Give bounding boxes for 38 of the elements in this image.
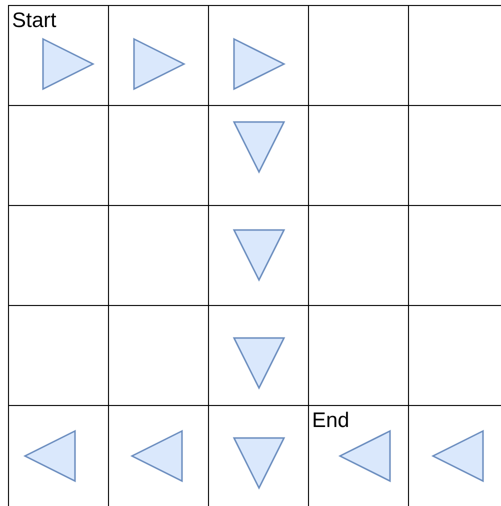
grid-cell <box>408 205 501 305</box>
cell-label: Start <box>12 9 56 33</box>
grid-cell <box>108 105 208 205</box>
direction-triangle <box>24 430 76 482</box>
direction-triangle <box>233 38 285 90</box>
grid-cell <box>208 205 308 305</box>
grid-cell <box>208 105 308 205</box>
grid-cell <box>108 205 208 305</box>
direction-triangle <box>42 38 94 90</box>
direction-triangle <box>233 337 285 389</box>
grid-cell <box>408 5 501 105</box>
grid-cell <box>208 305 308 405</box>
grid-cell <box>208 5 308 105</box>
direction-triangle <box>233 121 285 173</box>
direction-triangle <box>133 38 185 90</box>
grid-cell <box>108 405 208 506</box>
direction-triangle <box>339 430 391 482</box>
grid-cell <box>108 305 208 405</box>
direction-triangle <box>233 437 285 489</box>
grid-cell <box>108 5 208 105</box>
grid-cell <box>308 5 408 105</box>
cell-label: End <box>312 409 350 433</box>
direction-triangle <box>432 430 484 482</box>
grid-cell <box>8 405 108 506</box>
grid-cell <box>308 105 408 205</box>
grid-cell <box>8 5 108 105</box>
grid-cell <box>408 305 501 405</box>
direction-triangle <box>233 229 285 281</box>
grid-cell <box>208 405 308 506</box>
grid-cell <box>308 205 408 305</box>
direction-triangle <box>131 430 183 482</box>
grid-cell <box>308 305 408 405</box>
grid-cell <box>8 305 108 405</box>
grid-cell <box>308 405 408 506</box>
grid-cell <box>8 205 108 305</box>
grid-cell <box>8 105 108 205</box>
grid-cell <box>408 105 501 205</box>
grid-cell <box>408 405 501 506</box>
